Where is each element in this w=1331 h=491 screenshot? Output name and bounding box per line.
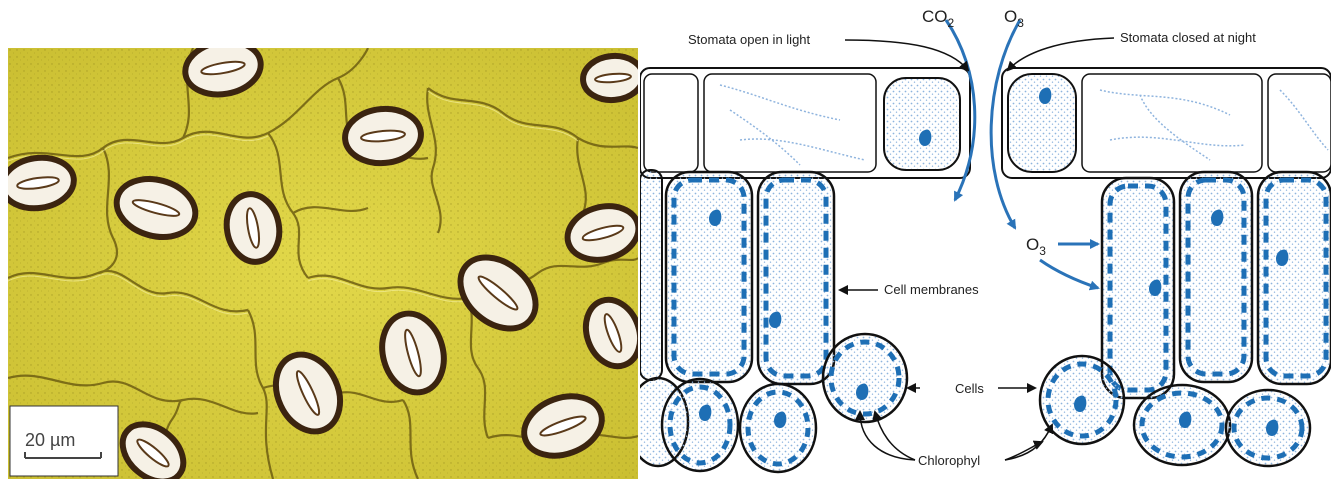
micrograph-svg: 20 µm <box>8 48 638 479</box>
o3-arrow-to-cell-lower <box>1040 260 1098 288</box>
chlorophyl-label: Chlorophyl <box>918 453 980 468</box>
o3-top-label: O3 <box>1004 7 1024 30</box>
upper-epidermis-left <box>640 68 970 178</box>
upper-epidermis-right <box>1002 68 1331 178</box>
scale-bar-label: 20 µm <box>25 430 75 450</box>
o3-mid-label: O3 <box>1026 235 1046 258</box>
epidermis-micrograph: 20 µm <box>8 48 638 479</box>
diagram-svg: Stomata open in light Stomata closed at … <box>640 0 1331 486</box>
scale-bar: 20 µm <box>10 406 118 476</box>
palisade-cells-right <box>1102 172 1331 398</box>
cell-membranes-label: Cell membranes <box>884 282 979 297</box>
co2-label: CO2 <box>922 7 955 30</box>
leaf-cross-section-diagram: Stomata open in light Stomata closed at … <box>640 0 1331 486</box>
palisade-cells-left <box>640 170 834 384</box>
stomata-closed-label: Stomata closed at night <box>1120 30 1256 45</box>
stomata-open-label: Stomata open in light <box>688 32 811 47</box>
cells-label: Cells <box>955 381 984 396</box>
